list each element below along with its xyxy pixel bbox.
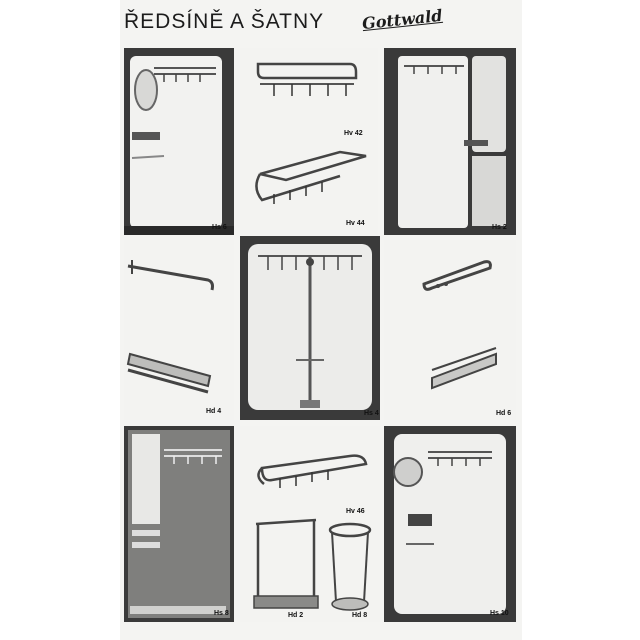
photo-panel-hv46-hd2-hd8: Hv 46 Hd 2 Hd 8 (240, 426, 380, 622)
caption-hv46: Hv 46 (346, 508, 365, 515)
caption-hv42: Hv 42 (344, 130, 363, 137)
caption-hd8: Hd 8 (352, 612, 368, 619)
coat-racks-hv42-hv44-image (255, 62, 367, 204)
photo-panel-hs2: Hs 2 (384, 48, 516, 235)
photo-panel-hs6: Hs 6 (124, 48, 234, 235)
wall-rack-hd4-image (126, 260, 214, 394)
wardrobe-cabinet-hs2-image (398, 56, 506, 228)
caption-hs10: Hs 10 (490, 610, 509, 617)
photo-panel-hv42-hv44: Hv 42 Hv 44 (240, 48, 378, 235)
caption-hd6: Hd 6 (496, 410, 512, 417)
caption-hs6: Hs 6 (212, 224, 227, 231)
photo-panel-hs8: Hs 8 (124, 426, 234, 622)
caption-hv44: Hv 44 (346, 220, 365, 227)
rack-and-umbrella-stands-image (253, 454, 372, 611)
wardrobe-hs8-image (128, 430, 230, 618)
wall-rack-hd6-image (422, 260, 497, 390)
photo-panel-hs10: Hs 10 (384, 426, 516, 622)
caption-hd2: Hd 2 (288, 612, 304, 619)
hall-stand-hs4-image (248, 244, 372, 410)
caption-hs4: Hs 4 (364, 410, 379, 417)
wardrobe-hs10-image (393, 434, 506, 614)
caption-hs8: Hs 8 (214, 610, 229, 617)
caption-hd4: Hd 4 (206, 408, 222, 415)
photo-panel-hs4: Hs 4 (240, 236, 380, 420)
caption-hs2: Hs 2 (492, 224, 507, 231)
photo-panel-hd6: Hd 6 (384, 240, 516, 420)
wardrobe-cabinet-hs6-image (124, 56, 234, 235)
photo-panel-hd4: Hd 4 (124, 240, 234, 420)
page-title: ŘEDSÍNĚ A ŠATNY (124, 10, 325, 33)
